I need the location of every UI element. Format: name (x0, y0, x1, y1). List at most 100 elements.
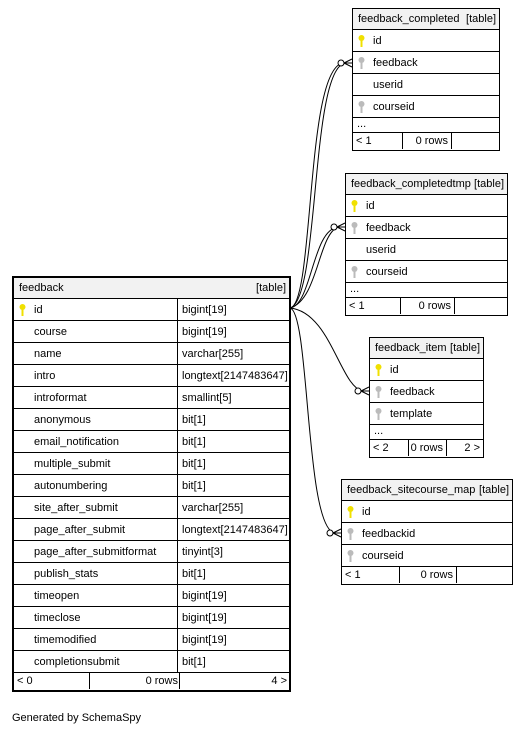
column-name: feedback (366, 222, 411, 234)
column-row[interactable]: id (346, 195, 507, 217)
crowfoot-completed (343, 58, 353, 68)
column-name: id (373, 35, 382, 47)
parents-count: < 1 (345, 569, 361, 581)
primary-key-icon (19, 304, 26, 316)
column-row[interactable]: id (353, 30, 499, 52)
column-row[interactable]: name varchar[255] (14, 343, 289, 365)
column-type: bigint[19] (177, 585, 289, 607)
children-count (456, 567, 509, 583)
generated-by-label: Generated by SchemaSpy (12, 712, 142, 724)
primary-key-icon (375, 364, 382, 376)
column-name: feedbackid (362, 528, 416, 540)
table-name: feedback_sitecourse_map (347, 484, 476, 496)
foreign-key-icon (347, 528, 354, 540)
foreign-key-icon (375, 386, 382, 398)
primary-key-icon (347, 506, 354, 518)
primary-key-icon (351, 200, 358, 212)
column-type: bit[1] (177, 651, 289, 673)
column-row[interactable]: feedback (346, 217, 507, 239)
foreign-key-icon (358, 57, 365, 69)
parents-count: < 1 (356, 135, 372, 147)
column-type: varchar[255] (177, 497, 289, 519)
column-name: course (34, 326, 68, 338)
table-footer: < 1 0 rows (342, 567, 512, 584)
column-name: name (34, 348, 62, 360)
column-name: timemodified (34, 634, 97, 646)
column-name: courseid (362, 550, 404, 562)
children-count (451, 133, 496, 149)
relation-line-feedback-completed-2 (289, 62, 346, 309)
column-row[interactable]: template (370, 403, 483, 425)
relation-line-feedback-completedtmp-2 (289, 226, 339, 309)
column-type: varchar[255] (177, 343, 289, 365)
column-row[interactable]: feedbackid (342, 523, 512, 545)
column-row[interactable]: feedback (370, 381, 483, 403)
foreign-key-icon (375, 408, 382, 420)
column-row[interactable]: courseid (353, 96, 499, 118)
column-name: userid (373, 79, 403, 91)
table-header: feedback_item[table] (370, 338, 483, 359)
crowfoot-circle-completedtmp (330, 223, 338, 231)
column-row[interactable]: userid (353, 74, 499, 96)
parents-count: < 1 (349, 300, 365, 312)
more-columns-ellipsis: ... (370, 425, 483, 440)
column-name: courseid (366, 266, 408, 278)
column-name: id (362, 506, 371, 518)
column-type: bigint[19] (177, 321, 289, 343)
column-row[interactable]: id (370, 359, 483, 381)
column-type: tinyint[3] (177, 541, 289, 563)
crowfoot-item (360, 386, 370, 396)
column-row[interactable]: id (342, 501, 512, 523)
column-row[interactable]: autonumbering bit[1] (14, 475, 289, 497)
foreign-key-icon (347, 550, 354, 562)
column-name: template (390, 408, 433, 420)
rows-count: 0 rows (399, 567, 453, 583)
foreign-key-icon (358, 101, 365, 113)
column-row[interactable]: userid (346, 239, 507, 261)
crowfoot-circle-sitecourse (326, 529, 334, 537)
column-row[interactable]: course bigint[19] (14, 321, 289, 343)
column-row[interactable]: feedback (353, 52, 499, 74)
table-name: feedback_completed (358, 13, 460, 25)
primary-key-icon (358, 35, 365, 47)
column-row[interactable]: courseid (342, 545, 512, 567)
column-row[interactable]: courseid (346, 261, 507, 283)
column-type: smallint[5] (177, 387, 289, 409)
column-type: bit[1] (177, 475, 289, 497)
table-type-tag: [table] (450, 342, 480, 354)
more-columns-ellipsis: ... (353, 118, 499, 133)
column-name: autonumbering (34, 480, 108, 492)
column-type: bigint[19] (177, 299, 289, 321)
column-name: page_after_submit (34, 524, 126, 536)
column-name: intro (34, 370, 56, 382)
column-name: userid (366, 244, 396, 256)
column-name: email_notification (34, 436, 119, 448)
table-header: feedback_completed[table] (353, 9, 499, 30)
column-type: bit[1] (177, 563, 289, 585)
crowfoot-circle-item (354, 387, 362, 395)
crowfoot-sitecourse (332, 528, 342, 538)
foreign-key-icon (351, 266, 358, 278)
table-feedback-completed[interactable]: feedback_completed[table]id feedback useri… (352, 8, 500, 151)
table-name: feedback_item (375, 342, 447, 354)
column-type: bit[1] (177, 409, 289, 431)
